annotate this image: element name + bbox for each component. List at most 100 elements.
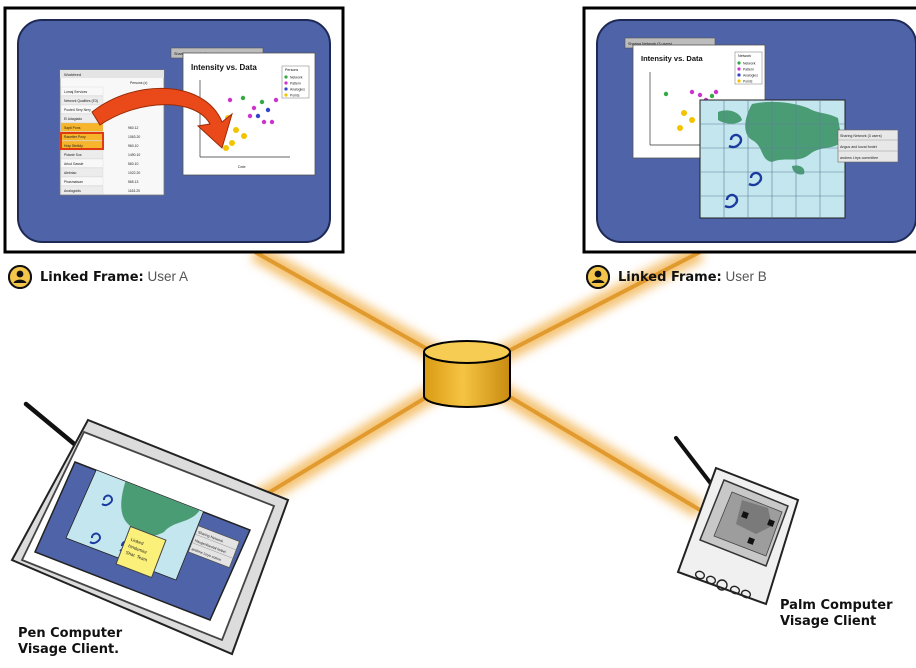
scatter-point (223, 145, 229, 151)
legend-swatch (737, 67, 741, 71)
screen-b-panel-row-2: Angus and kozal fordet (840, 145, 877, 149)
user-b-caption-name: User B (725, 269, 767, 284)
screen-a-table-value: 565.13 (128, 180, 138, 184)
scatter-point (689, 89, 695, 95)
legend-label: Points (290, 93, 300, 97)
pen-client-caption: Pen Computer Visage Client. (18, 626, 122, 658)
legend-label: Analogies (290, 87, 305, 91)
screen-a-table-row: Pidantr Sos (64, 153, 82, 157)
screen-b-map (699, 99, 846, 219)
legend-label: Points (743, 79, 753, 83)
linked-frame-user-a: Workfeed Persons (x) Lumaj ServicesNetwo… (3, 6, 345, 254)
screen-a-table-row: Rauetter Pony (64, 135, 86, 139)
scatter-point (261, 119, 267, 125)
screen-b-panel-row-3: andrew Ltrys committee (840, 156, 878, 160)
user-b-caption: Linked Frame: User B (586, 265, 767, 289)
legend-label: Network (290, 75, 303, 79)
screen-a-table-value: 1063.20 (128, 135, 140, 139)
screen-a-table-row: Hoip Stelloly (64, 144, 83, 148)
legend-label: Network (743, 61, 756, 65)
screen-a-table-value: 960.10 (128, 144, 138, 148)
screen-a-table-col: Persons (x) (130, 81, 147, 85)
scatter-point (255, 113, 261, 119)
screen-a-table-row: Alebriao (64, 171, 77, 175)
screen-b-window-tab: Sharing Network (3 users) (628, 42, 673, 46)
pen-note-line-2: hindeminr (128, 543, 149, 555)
screen-a-table-row: Arlud Gassie (64, 162, 84, 166)
screen-a-chart-title: Intensity vs. Data (191, 63, 257, 72)
scatter-point (251, 105, 257, 111)
screen-a-table-value: 1490.10 (128, 153, 140, 157)
screen-a-table-value: 960.12 (128, 126, 138, 130)
scatter-point (713, 89, 719, 95)
pen-computer: Linked hindeminr Shar. Team Sharing Netw… (10, 401, 290, 656)
legend-swatch (284, 75, 288, 79)
screen-b-panel-row-1: Sharing Network (3 users) (840, 134, 882, 138)
palm-client-caption: Palm Computer Visage Client (780, 598, 893, 630)
legend-swatch (737, 79, 741, 83)
user-a-caption-bold: Linked Frame: (40, 270, 144, 285)
pen-note-line-1: Linked (130, 537, 145, 547)
scatter-point (227, 97, 233, 103)
legend-label: Pattern (290, 81, 301, 85)
scatter-point (677, 125, 683, 131)
palm-client-line-1: Palm Computer (780, 598, 893, 613)
scatter-point (259, 99, 265, 105)
storm-icon (724, 133, 763, 209)
user-icon (586, 265, 610, 289)
screen-a-table-row: Network Qualities (E3) (64, 99, 98, 103)
legend-swatch (284, 93, 288, 97)
screen-a-x-axis: Date (238, 165, 246, 169)
palm-buttons (694, 570, 752, 599)
scatter-point (265, 107, 271, 113)
screen-a-table-row: Pouted Sery Nery (64, 108, 91, 112)
scatter-point (233, 127, 239, 133)
screen-a-chart-window: Sharing Network (3 users) Intensity vs. … (170, 47, 316, 176)
screen-a-table-row: Sapti Pons (64, 126, 81, 130)
screen-b-share-panel: Sharing Network (3 users) Angus and koza… (837, 129, 899, 163)
screen-a-legend-title: Persons (285, 68, 298, 72)
user-b-caption-bold: Linked Frame: (618, 270, 722, 285)
screen-b-chart-title: Intensity vs. Data (641, 54, 704, 63)
screen-a-table-header: Workfeed (64, 72, 81, 77)
pen-sticky-note: Linked hindeminr Shar. Team (115, 525, 167, 579)
link-arrow (91, 87, 233, 149)
screen-a-table-row: Analogoids (64, 189, 81, 193)
screen-a-table-value: 1022.20 (128, 171, 140, 175)
scatter-point (697, 92, 703, 98)
scatter-point (681, 110, 687, 116)
screen-a-selection-box (60, 132, 104, 150)
user-icon (8, 265, 32, 289)
screen-b-legend-title: Network (738, 54, 751, 58)
screen-a-table-value: 1163.20 (128, 189, 140, 193)
screen-a-table-row: Phasmatsan (64, 180, 83, 184)
legend-swatch (284, 87, 288, 91)
scatter-point (229, 140, 235, 146)
scatter-point (269, 119, 275, 125)
screen-a-table-value: 560.10 (128, 162, 138, 166)
legend-swatch (737, 73, 741, 77)
pen-client-line-1: Pen Computer (18, 626, 123, 641)
scatter-point (689, 117, 695, 123)
scatter-point (273, 97, 279, 103)
screen-a-table-row: El Adagiado (64, 117, 82, 121)
pen-client-line-2: Visage Client. (18, 642, 120, 657)
screen-a-table-row: Lumaj Services (64, 90, 87, 94)
legend-swatch (284, 81, 288, 85)
scatter-point (663, 91, 669, 97)
palm-client-line-2: Visage Client (780, 614, 877, 629)
database-icon (423, 340, 511, 408)
scatter-point (240, 95, 246, 101)
scatter-point (241, 133, 247, 139)
legend-label: Pattern (743, 67, 754, 71)
linked-frame-user-b: Sharing Network (3 users) Intensity vs. … (582, 6, 916, 254)
user-a-caption: Linked Frame: User A (8, 265, 188, 289)
palm-computer (674, 436, 800, 606)
user-a-caption-name: User A (147, 269, 189, 284)
scatter-point (709, 93, 715, 99)
legend-swatch (737, 61, 741, 65)
scatter-point (247, 113, 253, 119)
legend-label: Analogies (743, 73, 758, 77)
